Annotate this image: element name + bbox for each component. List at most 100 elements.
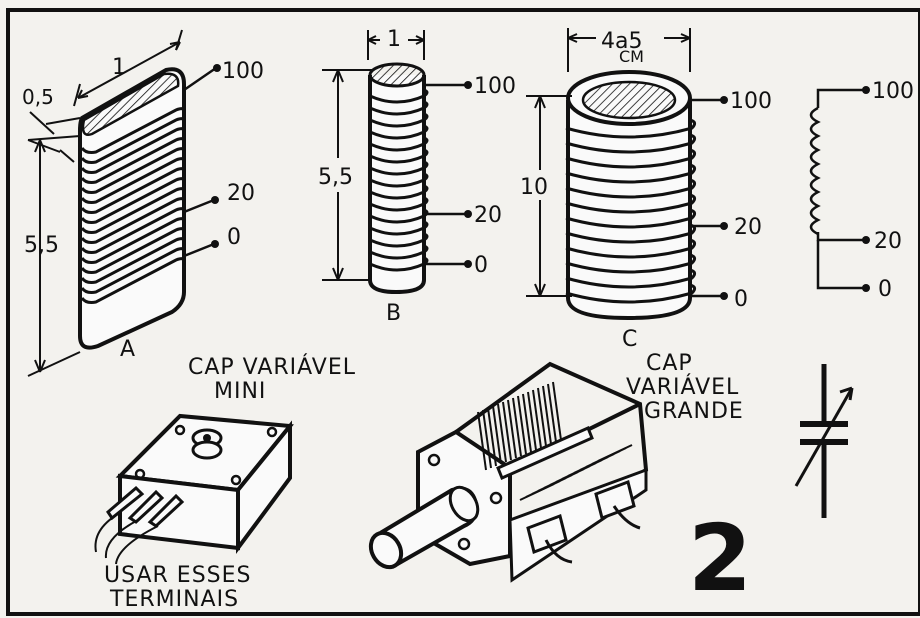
coil-a-winding-turn	[80, 207, 186, 254]
cap-big-plate	[482, 409, 492, 469]
coil-c-width-dimension	[567, 28, 691, 72]
coil-a-thickness-dimension	[27, 111, 81, 141]
figure-frame	[6, 8, 920, 616]
coil-c-windings	[565, 118, 697, 304]
schematic-tap-20-label: 20	[874, 229, 902, 254]
coil-a-winding-turn	[80, 247, 186, 294]
coil-b-winding-turn	[369, 196, 429, 212]
variable-capacitor-symbol	[794, 364, 854, 518]
coil-b-winding-turn	[369, 88, 429, 104]
cap-mini: CAP VARIÁVEL MINI USAR ESSES TERMINAIS	[94, 354, 355, 612]
inductor-schematic-top-lead	[816, 88, 864, 108]
coil-b-winding-turn	[369, 148, 429, 164]
coil-b-winding-turn	[369, 160, 429, 176]
cap-mini-note-line1: USAR ESSES	[104, 563, 252, 588]
coil-b-windings	[369, 88, 429, 272]
schematic-tap-100-label: 100	[872, 79, 914, 104]
coil-c-winding-turn	[565, 253, 697, 274]
coil-b-winding-turn	[369, 100, 429, 116]
cap-big-foot-right	[594, 480, 636, 520]
coil-c-width-unit: CM	[619, 47, 644, 66]
coil-c-letter: C	[622, 327, 637, 352]
coil-c-winding-turn	[565, 208, 697, 229]
coil-a-height-dimension	[27, 139, 81, 377]
cap-big-plate	[477, 411, 487, 471]
coil-b-winding-turn	[369, 232, 429, 248]
coil-a-letter: A	[120, 337, 135, 362]
cap-big-screw-3	[457, 537, 471, 551]
cap-big-rotor-plates	[477, 381, 633, 501]
coil-a-winding-turn	[80, 137, 186, 184]
cap-big-screw-1	[427, 453, 441, 467]
cap-big-title-line2: VARIÁVEL	[626, 374, 739, 400]
coil-c-former	[566, 100, 692, 321]
inductor-schematic-bottom-lead	[816, 240, 864, 290]
cap-mini-terminal-arrows	[94, 513, 159, 565]
coil-a-winding-turn	[80, 257, 186, 304]
schematic-tap-dot-0	[862, 284, 870, 292]
coil-a-winding-turn	[80, 217, 186, 264]
coil-c-tap-dot-20	[720, 222, 728, 230]
cap-mini-screw-2	[266, 426, 278, 438]
cap-big-plate	[532, 389, 542, 449]
coil-a: 100 20 0 1 0,5 5,5 A	[22, 29, 264, 377]
coil-b-height-label: 5,5	[318, 165, 353, 190]
coil-b-winding-turn	[369, 112, 429, 128]
cap-big-stator-plate	[597, 444, 633, 462]
cap-big-plate	[527, 391, 537, 451]
coil-c-winding-turn	[565, 193, 697, 214]
coil-a-winding-turn	[80, 197, 186, 244]
cap-big-spindle	[496, 425, 594, 481]
cap-big-plate	[507, 399, 517, 459]
cap-big-screw-2	[489, 491, 503, 505]
coil-b-winding-turn	[369, 136, 429, 152]
cap-big-foot-left	[526, 514, 568, 554]
cap-mini-note-line2: TERMINAIS	[109, 587, 239, 612]
coil-b-tap-20-label: 20	[474, 203, 502, 228]
coil-c-tap-lines	[690, 98, 722, 298]
coil-b-width-label: 1	[387, 27, 401, 52]
cap-big-plate	[522, 393, 532, 453]
coil-b-tap-lines	[424, 83, 466, 266]
coil-c-winding-turn	[565, 238, 697, 259]
coil-c-tap-dot-100	[720, 96, 728, 104]
coil-a-tap-dot-100	[213, 64, 221, 72]
cap-mini-shaft-hole	[203, 434, 211, 442]
cap-big-plate	[552, 381, 562, 441]
coil-b-tap-100-label: 100	[474, 74, 516, 99]
coil-a-winding-turn	[80, 127, 186, 174]
cap-big-plate	[512, 397, 522, 457]
cap-big-title-line3: GRANDE	[644, 399, 744, 424]
coil-a-winding-turn	[80, 167, 186, 214]
coil-a-winding-turn	[80, 227, 186, 274]
cap-mini-screw-4	[230, 474, 242, 486]
coil-a-winding-turn	[80, 237, 186, 284]
coil-b-height-dimension	[322, 69, 372, 281]
cap-big-plate	[517, 395, 527, 455]
figure-number: 2	[688, 505, 752, 612]
coil-b: 100 20 0 1 5,5 B	[318, 27, 516, 326]
cap-big: CAP VARIÁVEL GRANDE	[368, 351, 744, 583]
schematic-tap-0-label: 0	[878, 277, 892, 302]
cap-big-plate	[502, 401, 512, 461]
coil-a-tap-lines	[183, 66, 217, 258]
coil-c-winding-turn	[565, 148, 697, 169]
coil-b-tap-0-label: 0	[474, 253, 488, 278]
coil-b-winding-turn	[369, 124, 429, 140]
cap-mini-title-line2: MINI	[214, 379, 266, 404]
coil-a-winding-turn	[80, 177, 186, 224]
coil-b-tap-dot-100	[464, 81, 472, 89]
coil-c-tap-20-label: 20	[734, 215, 762, 240]
cap-big-plate	[542, 385, 552, 445]
coil-c-tap-0-label: 0	[734, 287, 748, 312]
coil-a-width-dimension	[73, 29, 183, 107]
coil-b-winding-turn	[369, 244, 429, 260]
coil-b-winding-turn	[369, 172, 429, 188]
cap-mini-box-side	[236, 420, 292, 555]
coil-c: 100 20 0 4a5 CM 10 C	[520, 28, 772, 352]
coil-b-winding-turn	[369, 184, 429, 200]
coil-c-tap-100-label: 100	[730, 89, 772, 114]
cap-mini-screw-1	[174, 424, 186, 436]
